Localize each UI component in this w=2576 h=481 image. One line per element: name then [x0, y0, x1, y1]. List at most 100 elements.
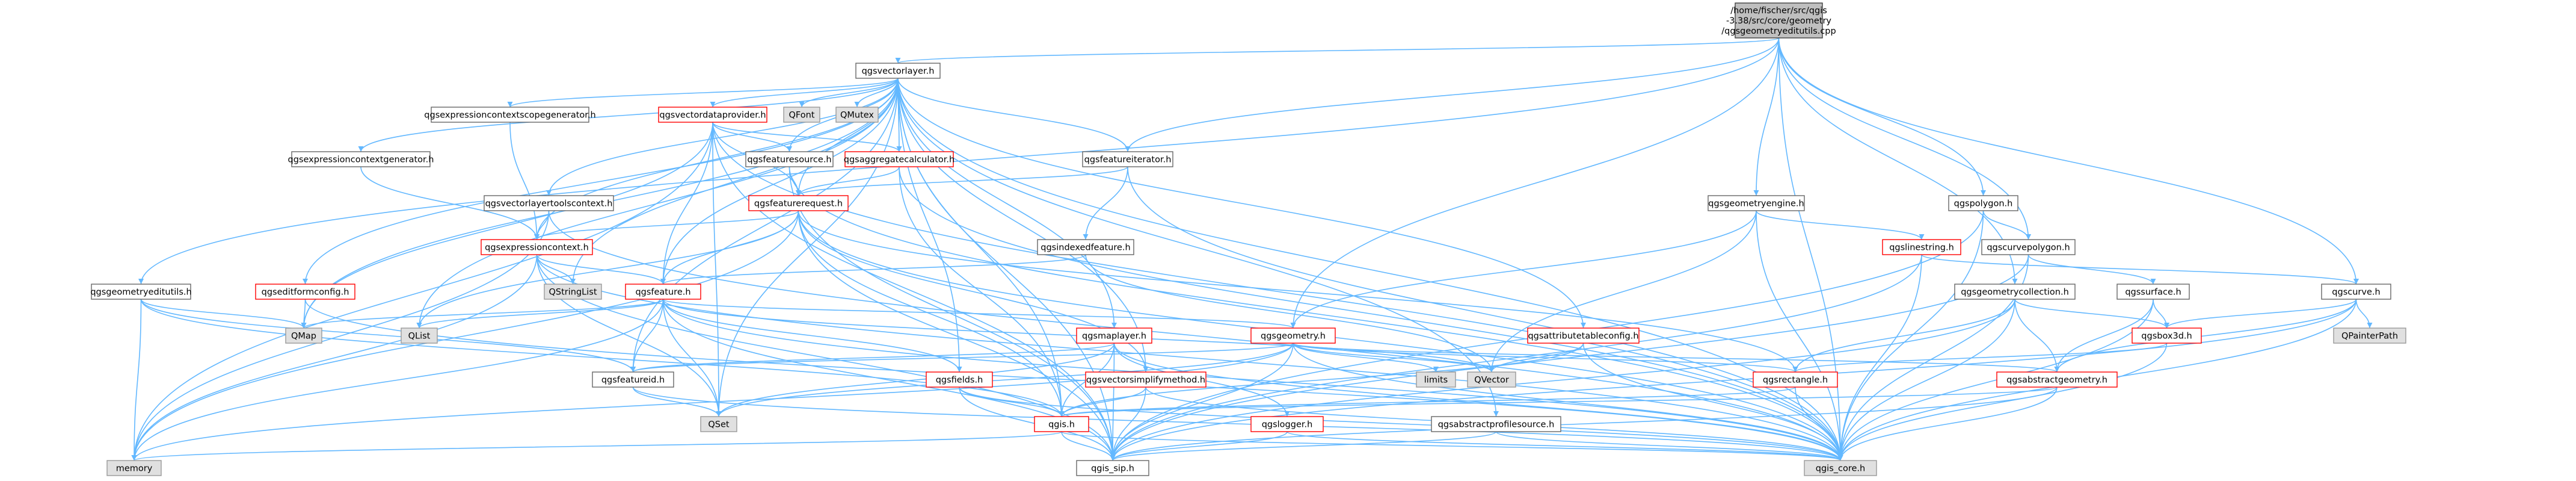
node-label: -3.38/src/core/geometry — [1726, 16, 1831, 26]
node-linestring[interactable]: qgslinestring.h — [1882, 239, 1961, 255]
arrowhead — [138, 279, 144, 284]
node-geomeditutils[interactable]: qgsgeometryeditutils.h — [90, 284, 192, 300]
node-rectangle[interactable]: qgsrectangle.h — [1753, 371, 1838, 388]
node-attrtableconfig[interactable]: qgsattributetableconfig.h — [1527, 327, 1640, 344]
node-box — [625, 284, 701, 300]
node-exprcontext[interactable]: qgsexpressioncontext.h — [481, 239, 593, 255]
node-label: qgsfeatureid.h — [601, 376, 665, 385]
node-geometry[interactable]: qgsgeometry.h — [1250, 327, 1336, 344]
edge-feature-to-qmap — [301, 299, 664, 329]
edge-vectorlayer-to-exprscopegen — [507, 78, 899, 108]
edge-profilesource-to-qgiscore — [1495, 431, 1843, 461]
node-box — [1948, 195, 2018, 211]
node-exprscopegen[interactable]: qgsexpressioncontextscopegenerator.h — [424, 107, 596, 123]
node-abstractgeom[interactable]: qgsabstractgeometry.h — [1996, 371, 2118, 388]
node-featureid[interactable]: qgsfeatureid.h — [592, 371, 674, 388]
edge-vectorlayer-to-attrtableconfig — [897, 78, 1586, 329]
node-curvepolygon[interactable]: qgscurvepolygon.h — [1981, 239, 2076, 255]
node-logger[interactable]: qgslogger.h — [1250, 416, 1324, 432]
node-qpainterpath[interactable]: QPainterPath — [2333, 327, 2406, 344]
node-profilesource[interactable]: qgsabstractprofilesource.h — [1431, 416, 1561, 432]
edge-qgs-to-qgiscore — [1061, 431, 1843, 461]
node-limits[interactable]: limits — [1416, 371, 1456, 388]
node-label: qgsmaplayer.h — [1082, 332, 1146, 341]
node-box — [2333, 327, 2406, 344]
arrowhead — [796, 190, 801, 196]
node-featurerequest[interactable]: qgsfeaturerequest.h — [748, 195, 849, 211]
node-label: QVector — [1474, 376, 1509, 385]
nodes-layer: /home/fischer/src/qgis-3.38/src/core/geo… — [90, 2, 2406, 476]
node-qmutex[interactable]: QMutex — [835, 107, 879, 123]
node-box — [1034, 416, 1089, 432]
node-qgiscore[interactable]: qgis_core.h — [1804, 460, 1877, 476]
node-indexedfeature[interactable]: qgsindexedfeature.h — [1037, 239, 1134, 255]
arrowhead — [956, 367, 962, 372]
node-label: qgsvectorsimplifymethod.h — [1086, 376, 1205, 385]
arrowhead — [1290, 323, 1296, 328]
node-qgissip[interactable]: qgis_sip.h — [1076, 460, 1149, 476]
node-label: QList — [408, 332, 431, 341]
edge-geometryengine-to-qgiscore — [1756, 210, 1843, 461]
edges-layer — [131, 37, 2373, 461]
edge-geometry-to-featureid — [630, 343, 1294, 373]
node-vectorlayer[interactable]: qgsvectorlayer.h — [855, 63, 941, 79]
arrowhead — [716, 411, 722, 417]
node-label: qgsattributetableconfig.h — [1528, 332, 1638, 341]
arrowhead — [1284, 411, 1290, 417]
node-box — [926, 371, 993, 388]
arrowhead — [660, 279, 666, 284]
node-qmap[interactable]: QMap — [285, 327, 322, 344]
node-box — [1954, 284, 2076, 300]
node-box — [844, 151, 954, 167]
node-vectordataprovider[interactable]: qgsvectordataprovider.h — [658, 107, 767, 123]
node-polygon[interactable]: qgspolygon.h — [1948, 195, 2018, 211]
arrowhead — [710, 102, 716, 107]
node-root[interactable]: /home/fischer/src/qgis-3.38/src/core/geo… — [1721, 2, 1836, 39]
node-featuresource[interactable]: qgsfeaturesource.h — [745, 151, 834, 167]
node-box — [1085, 371, 1207, 388]
node-label: qgsvectordataprovider.h — [659, 111, 766, 120]
node-qlist[interactable]: QList — [401, 327, 438, 344]
node-memory[interactable]: memory — [106, 460, 162, 476]
node-label: qgscurve.h — [2332, 288, 2380, 297]
node-qstringlist[interactable]: QStringList — [544, 284, 602, 300]
node-geometryengine[interactable]: qgsgeometryengine.h — [1708, 195, 1805, 211]
node-label: qgis.h — [1048, 420, 1075, 430]
arrowhead — [534, 234, 539, 240]
node-qgs[interactable]: qgis.h — [1034, 416, 1089, 432]
node-featureiterator[interactable]: qgsfeatureiterator.h — [1082, 151, 1173, 167]
node-aggregatecalc[interactable]: qgsaggregatecalculator.h — [844, 151, 954, 167]
node-maplayer[interactable]: qgsmaplayer.h — [1076, 327, 1152, 344]
edge-root-to-polygon — [1778, 37, 1986, 196]
node-qset[interactable]: QSet — [700, 416, 737, 432]
edge-linestring-to-curve — [1921, 254, 2359, 285]
node-qfont[interactable]: QFont — [783, 107, 820, 123]
edge-vectorlayer-to-maplayer — [897, 78, 1117, 329]
arrowhead — [2353, 279, 2359, 284]
node-box — [1882, 239, 1961, 255]
edge-featureid-to-qgiscore — [632, 386, 1843, 461]
node-box — [1037, 239, 1134, 255]
node-box3d[interactable]: qgsbox3d.h — [2132, 327, 2202, 344]
node-feature[interactable]: qgsfeature.h — [625, 284, 701, 300]
node-box — [2321, 284, 2391, 300]
node-editformconfig[interactable]: qgseditformconfig.h — [255, 284, 355, 300]
arrowhead — [1110, 455, 1116, 461]
node-vlayertoolscontext[interactable]: qgsvectorlayertoolscontext.h — [484, 195, 614, 211]
edge-vectorlayer-to-qmutex — [854, 78, 899, 108]
node-box — [1250, 416, 1324, 432]
node-box — [1467, 371, 1516, 388]
node-box — [1416, 371, 1456, 388]
node-surface[interactable]: qgssurface.h — [2116, 284, 2190, 300]
node-curve[interactable]: qgscurve.h — [2321, 284, 2391, 300]
node-label: qgsvectorlayertoolscontext.h — [485, 199, 613, 209]
node-geomcollection[interactable]: qgsgeometrycollection.h — [1954, 284, 2076, 300]
node-simplifymethod[interactable]: qgsvectorsimplifymethod.h — [1085, 371, 1207, 388]
node-exprcontextgen[interactable]: qgsexpressioncontextgenerator.h — [288, 151, 434, 167]
node-label: qgis_core.h — [1816, 464, 1865, 474]
node-box — [1082, 151, 1173, 167]
node-box — [855, 63, 941, 79]
node-fields[interactable]: qgsfields.h — [926, 371, 993, 388]
node-qvector[interactable]: QVector — [1467, 371, 1516, 388]
node-label: qgsfeaturerequest.h — [754, 199, 843, 209]
